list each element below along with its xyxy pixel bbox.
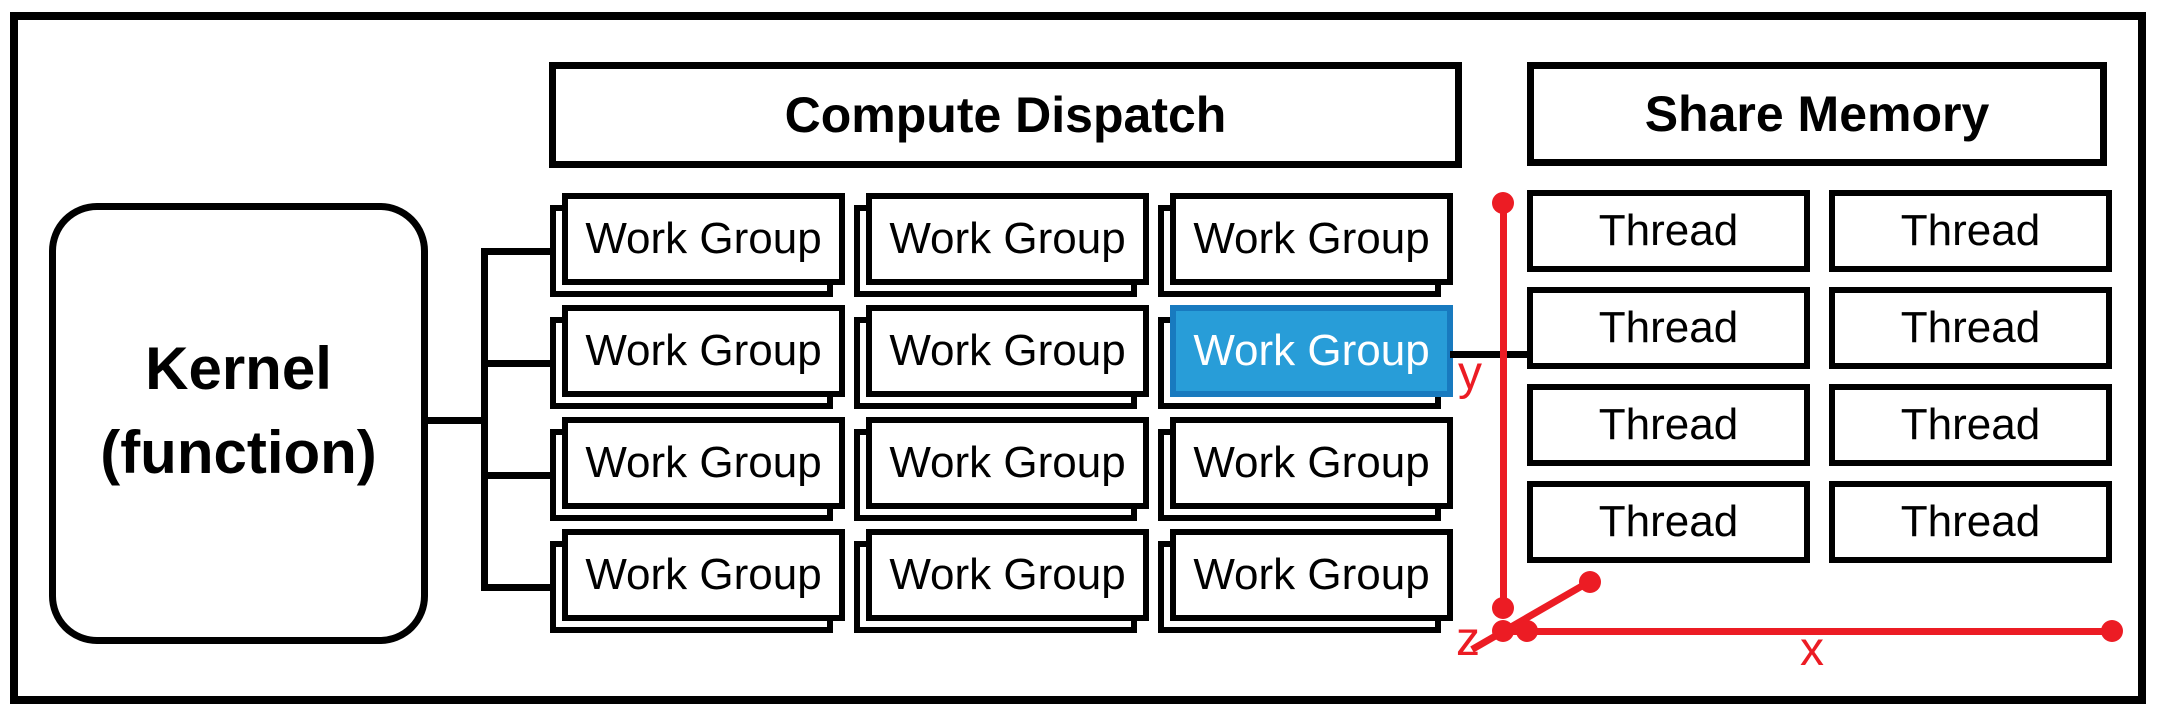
thread-box: Thread	[1527, 190, 1810, 272]
thread-label: Thread	[1900, 400, 2041, 449]
work-group-box: Work Group	[866, 529, 1149, 621]
connector-branch-row4	[481, 584, 556, 591]
thread-label: Thread	[1598, 400, 1739, 449]
thread-box: Thread	[1527, 481, 1810, 563]
share-memory-title: Share Memory	[1644, 86, 1990, 142]
thread-label: Thread	[1598, 303, 1739, 352]
thread-label: Thread	[1900, 497, 2041, 546]
kernel-label-line1: Kernel	[145, 334, 332, 402]
thread-box: Thread	[1829, 287, 2112, 369]
axis-y-top-dot	[1492, 192, 1514, 214]
axis-origin-dot	[1492, 620, 1514, 642]
work-group-box: Work Group	[866, 417, 1149, 509]
work-group-label: Work Group	[1193, 550, 1430, 599]
work-group-box: Work Group	[562, 417, 845, 509]
thread-label: Thread	[1900, 303, 2041, 352]
connector-workgroup-to-threads	[1450, 351, 1530, 358]
work-group-label: Work Group	[889, 214, 1126, 263]
compute-dispatch-title: Compute Dispatch	[784, 87, 1227, 143]
connector-branch-row3	[481, 472, 556, 479]
work-group-label: Work Group	[889, 550, 1126, 599]
axis-y-line	[1500, 203, 1507, 608]
work-group-label: Work Group	[1193, 438, 1430, 487]
compute-dispatch-header: Compute Dispatch	[549, 62, 1462, 168]
axis-y-bottom-dot	[1492, 597, 1514, 619]
work-group-box: Work Group	[1170, 417, 1453, 509]
work-group-box: Work Group	[562, 305, 845, 397]
work-group-label: Work Group	[585, 326, 822, 375]
thread-label: Thread	[1598, 497, 1739, 546]
work-group-label: Work Group	[585, 438, 822, 487]
work-group-box: Work Group	[866, 305, 1149, 397]
thread-box: Thread	[1829, 481, 2112, 563]
connector-kernel-out	[424, 417, 484, 424]
work-group-box-highlighted: Work Group	[1170, 305, 1453, 397]
work-group-label: Work Group	[1193, 326, 1430, 375]
work-group-box: Work Group	[562, 193, 845, 285]
thread-box: Thread	[1829, 384, 2112, 466]
work-group-label: Work Group	[1193, 214, 1430, 263]
work-group-label: Work Group	[585, 550, 822, 599]
work-group-label: Work Group	[889, 438, 1126, 487]
axis-x-label: x	[1800, 623, 1824, 676]
connector-trunk	[481, 248, 488, 591]
work-group-box: Work Group	[562, 529, 845, 621]
thread-box: Thread	[1829, 190, 2112, 272]
thread-box: Thread	[1527, 384, 1810, 466]
work-group-label: Work Group	[889, 326, 1126, 375]
axis-z-end-dot	[1579, 571, 1601, 593]
work-group-box: Work Group	[866, 193, 1149, 285]
kernel-box: Kernel (function)	[49, 203, 428, 644]
work-group-box: Work Group	[1170, 193, 1453, 285]
axis-z-label: z	[1456, 613, 1480, 666]
connector-branch-row2	[481, 360, 556, 367]
axis-x-end-dot	[2101, 620, 2123, 642]
work-group-box: Work Group	[1170, 529, 1453, 621]
axis-y-label: y	[1458, 347, 1482, 400]
work-group-label: Work Group	[585, 214, 822, 263]
axis-x-start-dot	[1516, 620, 1538, 642]
thread-label: Thread	[1900, 206, 2041, 255]
thread-label: Thread	[1598, 206, 1739, 255]
share-memory-header: Share Memory	[1527, 62, 2107, 166]
connector-branch-row1	[481, 248, 556, 255]
thread-box: Thread	[1527, 287, 1810, 369]
kernel-label-line2: (function)	[100, 418, 377, 486]
axis-x-line	[1500, 628, 2112, 635]
